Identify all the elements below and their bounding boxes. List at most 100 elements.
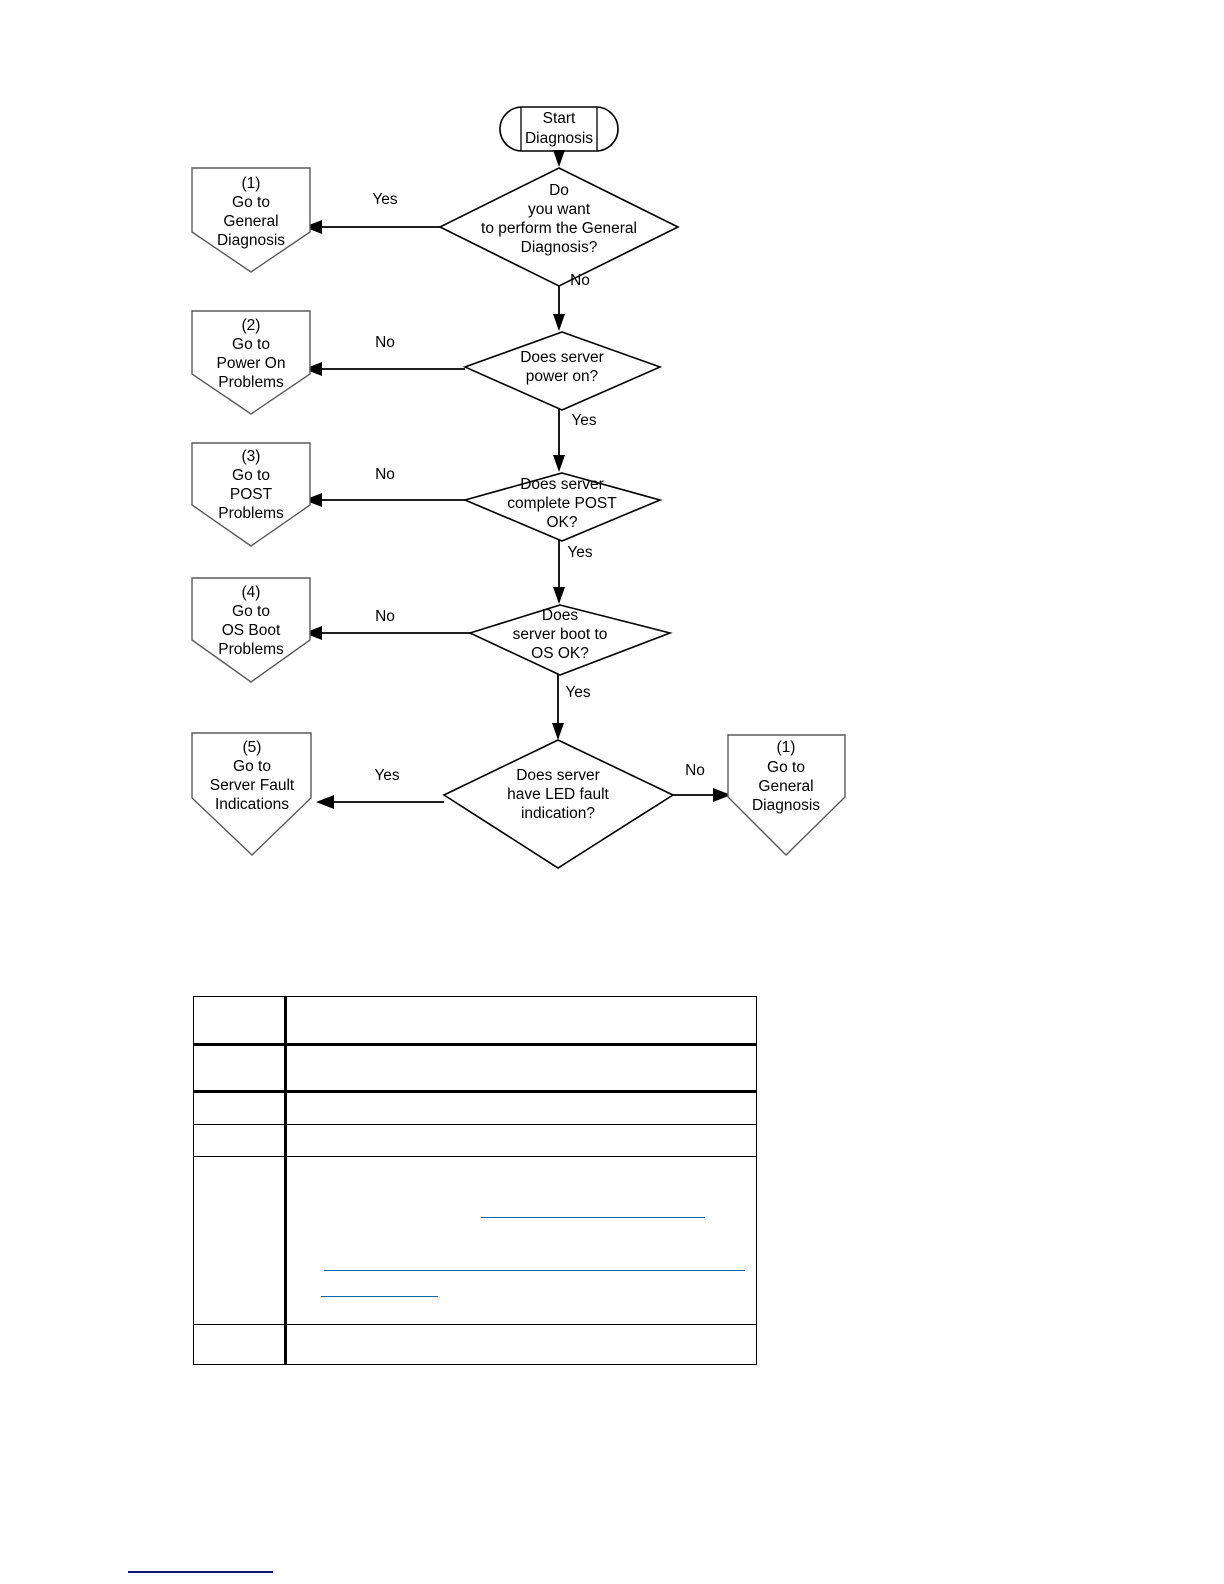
decision-5-line-3: indication? [521,805,595,822]
target-post-problems[interactable]: (3) Go to POST Problems [191,442,311,547]
decision-5-line-2: have LED fault [507,786,609,803]
table-cell-value [285,1324,757,1365]
decision-perform-general-diagnosis: Do you want to perform the General Diagn… [438,167,680,287]
table-cell-key [193,1091,287,1125]
table-cell-key [193,996,287,1046]
target-4-line-1: Go to [232,603,270,620]
table-row [193,1124,757,1157]
edge-label-d4-yes: Yes [565,684,591,701]
target-6-line-2: General [758,778,813,795]
decision-complete-post-ok: Does server complete POST OK? [462,472,663,542]
table-cell-value [285,996,757,1046]
table-row [193,1044,757,1093]
connector-d3-no: No [304,466,465,507]
target-6-line-1: Go to [767,759,805,776]
target-1-pentagon [191,167,311,273]
target-6-line-3: Diagnosis [752,797,820,814]
target-3-line-2: POST [230,486,273,503]
edge-label-d3-yes: Yes [567,544,593,561]
edge-label-d2-no: No [375,334,395,351]
decision-4-line-3: OS OK? [531,645,589,662]
target-3-line-1: Go to [232,467,270,484]
decision-2-diamond [462,331,663,411]
target-2-pentagon [191,310,311,415]
target-5-line-3: Indications [215,796,289,813]
target-4-pentagon [191,577,311,683]
edge-label-d3-no: No [375,466,395,483]
table-row [193,1091,757,1125]
target-os-boot-problems[interactable]: (4) Go to OS Boot Problems [191,577,311,683]
decision-4-diamond [467,604,673,676]
connector-d1-no: No [553,272,590,331]
decision-1-line-3: to perform the General [481,220,637,237]
decision-1-line-4: Diagnosis? [521,239,598,256]
flowchart-svg: Start Diagnosis Do you want to perform t… [191,106,846,869]
connector-d3-yes: Yes [553,540,593,604]
decision-5-diamond [442,739,675,869]
decision-2-line-2: power on? [526,368,599,385]
target-3-number: (3) [242,448,261,465]
target-general-diagnosis-2[interactable]: (1) Go to General Diagnosis [727,734,846,856]
connector-d4-yes: Yes [552,674,591,740]
table-cell-value [285,1124,757,1157]
decision-1-line-2: you want [528,201,591,218]
connector-d2-yes: Yes [553,408,597,472]
start-diagnosis-terminator: Start Diagnosis [499,106,619,152]
decision-4-line-1: Does [542,607,578,624]
terminator-line-2: Diagnosis [525,130,593,147]
target-4-line-2: OS Boot [222,622,281,639]
target-1-number: (1) [242,175,261,192]
target-5-pentagon [191,732,312,856]
target-2-line-1: Go to [232,336,270,353]
edge-label-d5-yes: Yes [374,767,400,784]
target-5-line-1: Go to [233,758,271,775]
target-general-diagnosis-1[interactable]: (1) Go to General Diagnosis [191,167,311,273]
decision-2-line-1: Does server [520,349,604,366]
target-6-pentagon [727,734,846,856]
table-cell-value [285,1091,757,1125]
target-1-line-2: General [223,213,278,230]
decision-5-line-1: Does server [516,767,600,784]
edge-label-d2-yes: Yes [571,412,597,429]
connector-d2-no: No [304,334,465,376]
table-row [193,1324,757,1365]
table-cell-value [285,1156,757,1325]
flowchart-diagram: Start Diagnosis Do you want to perform t… [191,106,846,869]
decision-1-line-1: Do [549,182,569,199]
table-cell-key [193,1156,287,1325]
edge-label-d1-yes: Yes [372,191,398,208]
edge-label-d4-no: No [375,608,395,625]
reference-table [193,996,757,1365]
target-2-line-3: Problems [218,374,284,391]
edge-label-d1-no: No [570,272,590,289]
table-row [193,996,757,1046]
table-cell-key [193,1044,287,1093]
target-server-fault-indications[interactable]: (5) Go to Server Fault Indications [191,732,312,856]
connector-d4-no: No [304,608,470,640]
terminator-line-1: Start [543,110,576,127]
target-1-line-1: Go to [232,194,270,211]
connector-d5-yes: Yes [316,767,444,809]
target-6-number: (1) [777,739,796,756]
table-cell-value [285,1044,757,1093]
connector-d5-no: No [673,762,731,802]
footer-separator-rule [128,1571,273,1573]
decision-3-line-3: OK? [546,514,577,531]
target-3-pentagon [191,442,311,547]
connector-d1-yes: Yes [304,191,440,234]
edge-label-d5-no: No [685,762,705,779]
target-3-line-3: Problems [218,505,284,522]
target-power-on-problems[interactable]: (2) Go to Power On Problems [191,310,311,415]
table-cell-key [193,1124,287,1157]
decision-led-fault-indication: Does server have LED fault indication? [442,739,675,869]
target-2-line-2: Power On [217,355,286,372]
decision-4-line-2: server boot to [513,626,608,643]
table-row [193,1156,757,1325]
connector-start-to-d1 [553,150,565,167]
decision-server-power-on: Does server power on? [462,331,663,411]
decision-3-diamond [462,472,663,542]
decision-boot-to-os-ok: Does server boot to OS OK? [467,604,673,676]
target-2-number: (2) [242,317,261,334]
target-5-line-2: Server Fault [210,777,295,794]
table-cell-key [193,1324,287,1365]
